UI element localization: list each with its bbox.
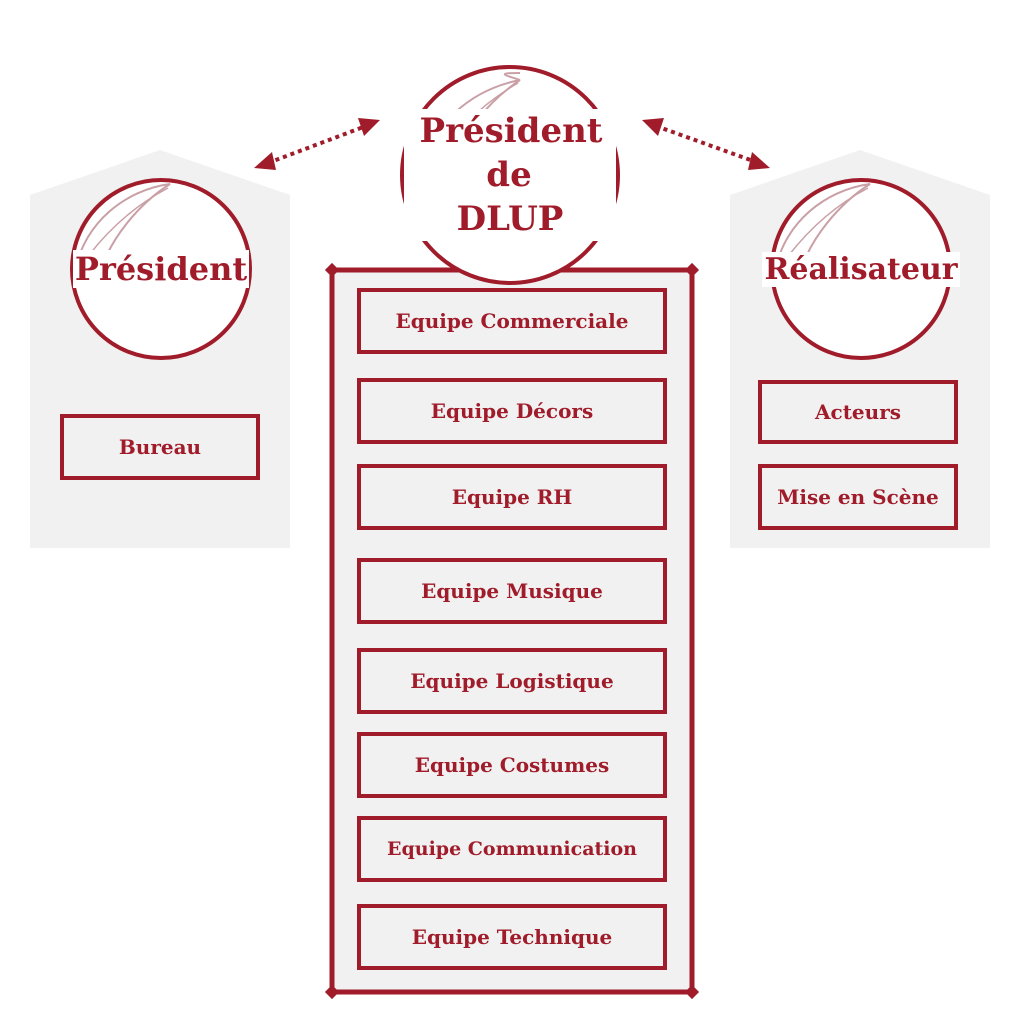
right-item-mise-en-scene: Mise en Scène [758,464,958,530]
left-double-arrow-icon [267,124,367,165]
left-arrow-head-b [358,118,380,136]
team-commerciale: Equipe Commerciale [357,288,667,354]
container-corner-tl [324,262,340,278]
right-arrow-head-b [748,152,770,170]
team-communication: Equipe Communication [357,816,667,882]
right-item-acteurs: Acteurs [758,380,958,444]
right-circle: Réalisateur [762,178,960,360]
team-costumes: Equipe Costumes [357,732,667,798]
team-decors: Equipe Décors [357,378,667,444]
container-corner-bl [324,984,340,1000]
team-technique: Equipe Technique [357,904,667,970]
left-circle: Président [70,178,252,360]
team-rh: Equipe RH [357,464,667,530]
right-arrow-head-a [642,118,664,136]
left-title: Président [72,250,250,288]
right-title: Réalisateur [762,251,960,287]
team-logistique: Equipe Logistique [357,648,667,714]
team-musique: Equipe Musique [357,558,667,624]
top-circle: Président de DLUP [400,65,620,285]
right-double-arrow-icon [655,124,757,164]
top-title-line1: Président de [417,110,603,195]
container-corner-br [684,984,700,1000]
left-item-bureau: Bureau [60,414,260,480]
container-corner-tr [684,262,700,278]
left-arrow-head-a [254,152,276,170]
top-title-line2: DLUP [454,199,566,240]
